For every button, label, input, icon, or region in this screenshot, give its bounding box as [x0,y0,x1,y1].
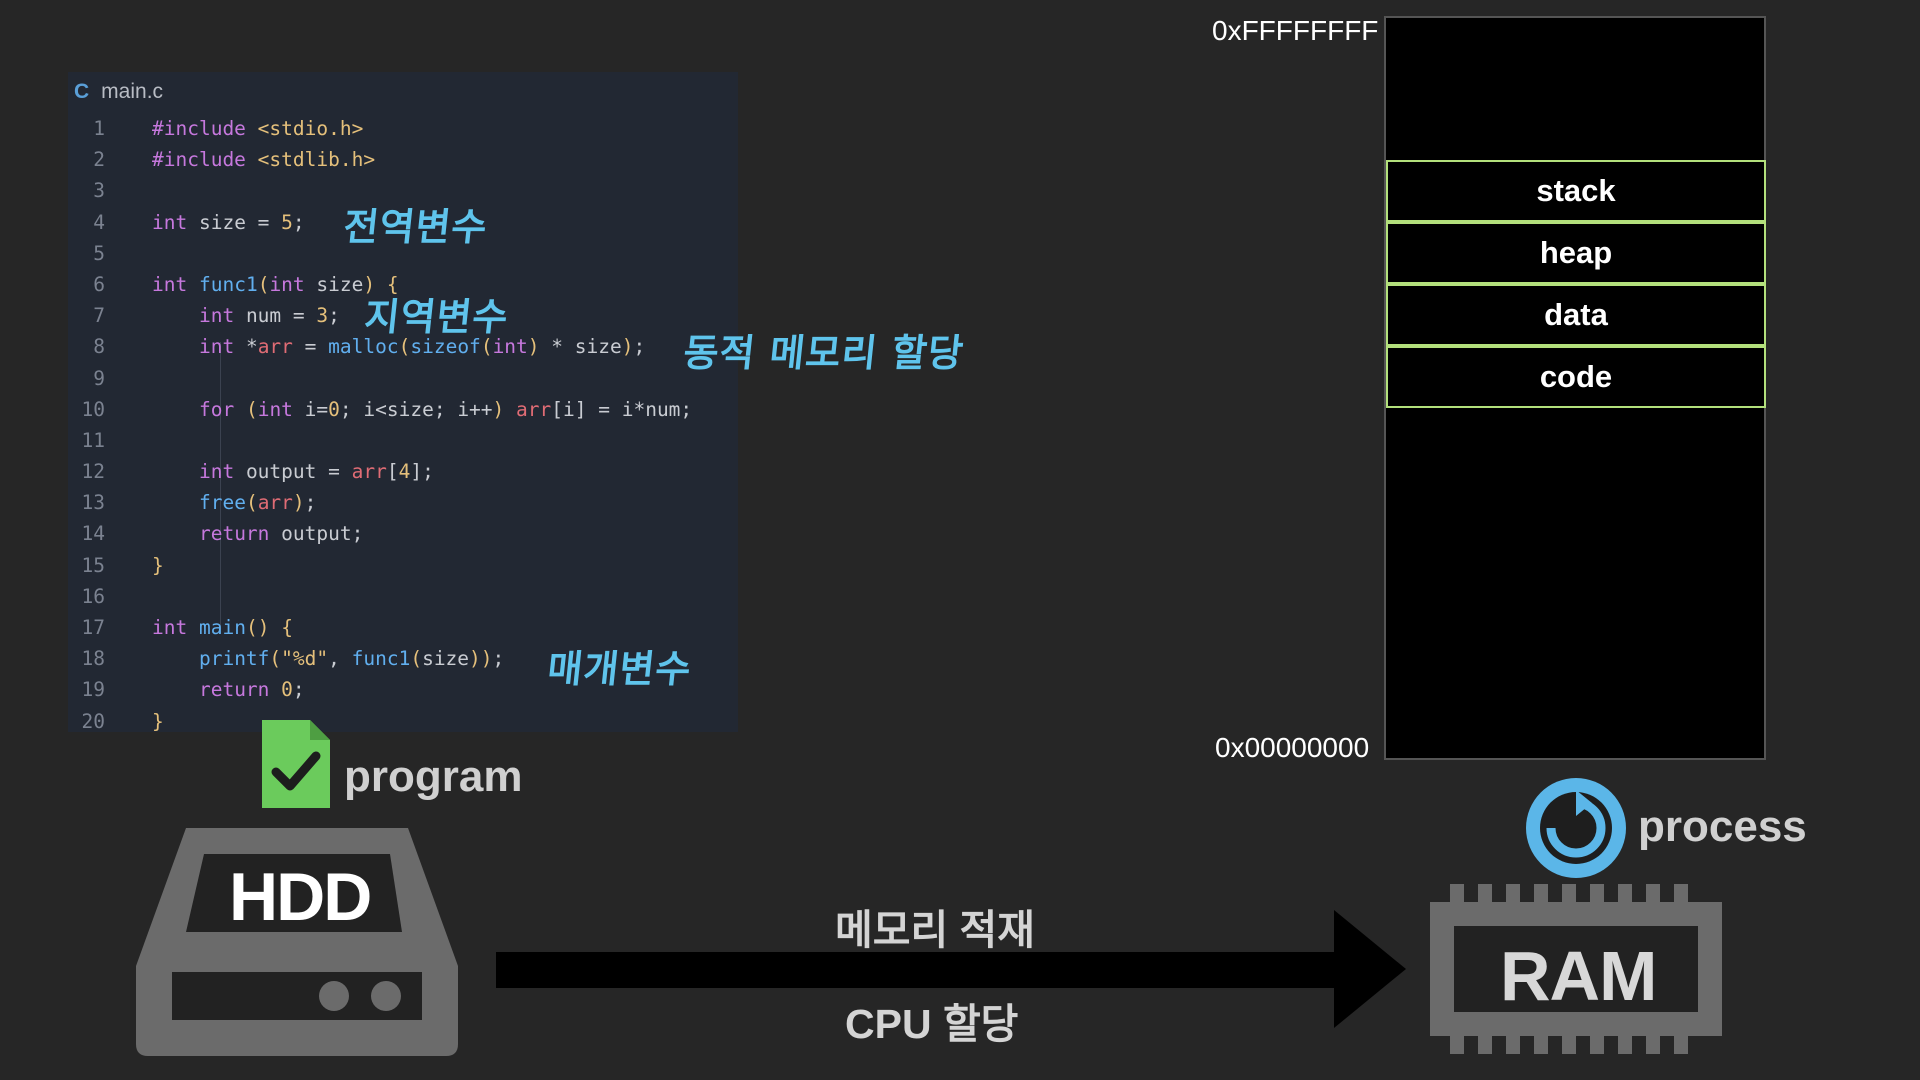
code-text: } [152,553,164,577]
line-number: 1 [93,117,105,140]
line-number: 4 [93,210,105,234]
code-text: int *arr = malloc(sizeof(int) * size); [198,335,646,359]
line-number: 5 [93,241,105,265]
line-number: 14 [81,522,105,546]
code-line: 6 int func1(int size) { [68,269,692,300]
process-label: process [1638,802,1807,851]
line-number: 15 [81,553,105,577]
code-line: 8 int *arr = malloc(sizeof(int) * size); [68,331,692,362]
hdd-icon [136,828,458,1056]
code-line: 7 int num = 3; [68,300,692,331]
code-line: 12 int output = arr[4]; [68,456,692,487]
code-text: #include <stdio.h> [152,117,364,140]
line-number: 16 [81,584,105,608]
code-line: 15} [68,550,692,581]
line-number: 7 [93,304,105,328]
line-number: 17 [81,616,105,639]
ram-label: RAM [1500,937,1657,1015]
ram-chip-icon [1430,884,1722,1054]
code-line: 1 #include <stdio.h> [68,113,692,144]
code-line: 2 #include <stdlib.h> [68,144,692,175]
code-line: 14 return output; [68,518,692,549]
code-text: int func1(int size) { [152,272,399,296]
code-line: 5 [68,238,692,269]
line-number: 6 [93,272,105,296]
code-text: #include <stdlib.h> [152,148,376,172]
line-number: 2 [93,148,105,172]
program-file-icon [262,720,330,808]
arrow-top-label: 메모리 적재 [835,907,1035,953]
editor-tab[interactable]: C main.c [74,79,163,105]
code-text: free(arr); [198,491,317,515]
load-arrow [496,910,1406,1028]
code-text: int output = arr[4]; [198,460,434,484]
file-name: main.c [101,80,164,103]
line-number: 19 [81,678,105,702]
arrow-bottom-label: CPU 할당 [845,1001,1019,1047]
code-editor: C main.c 1 #include <stdio.h> 2 #include <s… [68,72,738,733]
heap-segment: heap [1386,222,1766,284]
code-lines: 1 #include <stdio.h> 2 #include <stdlib.h> 3… [68,113,693,737]
line-number: 11 [81,428,105,452]
code-line: 10 for (int i=0; i<size; i++) arr[i] = i… [68,394,693,425]
process-refresh-icon [1526,778,1626,878]
c-language-icon: C [74,80,90,103]
line-number: 13 [81,491,105,515]
code-line: 3 [68,175,692,206]
code-text: int num = 3; [198,304,340,328]
hdd-label: HDD [229,859,372,935]
code-line: 17 int main() { [68,612,692,643]
line-number: 10 [81,397,105,421]
line-number: 18 [81,647,105,671]
program-label: program [344,752,523,801]
code-text: return 0; [198,678,305,702]
annotation-local-variable: 지역변수 [362,295,511,339]
annotation-dynamic-allocation: 동적 메모리 할당 [681,331,967,375]
code-text: return output; [198,522,364,546]
stack-segment: stack [1386,160,1766,222]
code-line: 13 free(arr); [68,487,692,518]
line-number: 9 [93,366,105,390]
line-number: 8 [93,335,105,359]
code-text: printf("%d", func1(size)); [198,647,505,671]
line-number: 3 [93,179,105,203]
annotation-global-variable: 전역변수 [341,205,490,249]
code-line: 19 return 0; [68,674,692,705]
code-line: 16 [68,581,692,612]
code-line: 18 printf("%d", func1(size)); [68,643,692,674]
bottom-address-label: 0x00000000 [1215,732,1370,763]
annotation-parameter: 매개변수 [545,647,694,691]
code-text: int size = 5; [152,210,305,234]
code-line: 9 [68,363,692,394]
indent-guide [220,342,221,630]
line-number: 20 [81,709,105,733]
code-line: 4 int size = 5; [68,207,692,238]
code-line: 11 [68,425,692,456]
data-segment: data [1386,284,1766,346]
top-address-label: 0xFFFFFFFF [1212,15,1379,46]
code-segment: code [1386,346,1766,408]
code-line: 20} [68,706,692,737]
code-text: } [152,709,164,733]
code-text: int main() { [152,616,293,639]
code-text: for (int i=0; i<size; i++) arr[i] = i*nu… [198,397,693,421]
line-number: 12 [81,460,105,484]
